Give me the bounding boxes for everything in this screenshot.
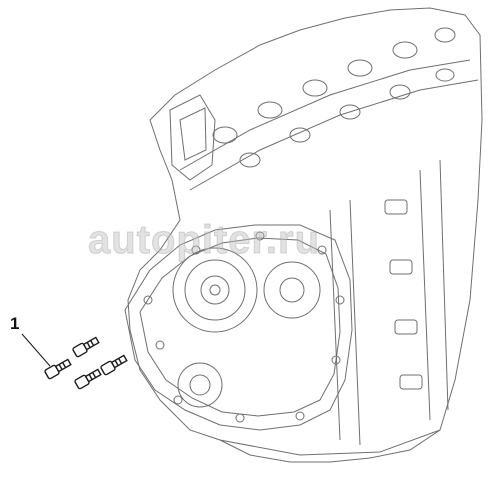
callout-label-1: 1 [10,314,20,333]
bolt-group [44,336,128,390]
block-port [389,259,413,275]
timing-gear-hub [279,277,305,303]
injector-boss [289,127,311,143]
injector-boss [257,101,283,119]
cover-bolt-hole [317,245,327,255]
bolt [100,354,128,376]
injector-boss [434,27,456,43]
engine-block [124,7,483,463]
engine-outline [127,7,483,463]
front-bracket-detail [179,107,207,161]
cover-bolt-hole [173,395,183,405]
oil-pan-edge [219,429,441,456]
injector-boss [302,79,328,97]
cover-bolt-hole [235,413,245,423]
cover-bolt-hole [155,340,165,350]
pulley-hub [200,275,230,305]
cover-bolt-hole [143,295,153,305]
pulley-mid [184,259,246,321]
cover-bolt-hole [331,355,341,365]
head-gasket-line [189,79,479,191]
front-bracket [169,94,216,181]
pulley-outer [172,247,258,333]
pulley-bolt [209,284,221,296]
timing-gear [263,261,321,319]
block-port [384,199,408,215]
callout-leader [21,333,51,367]
bolt [72,336,100,358]
cover-bolt-hole [255,231,265,241]
timing-cover-outline [124,224,353,431]
block-side-edge [329,159,449,446]
crank-seal-inner [189,374,211,396]
block-port [394,319,418,335]
cover-bolt-hole [295,411,305,421]
block-port [399,374,423,390]
cylinder-head-edge [179,59,471,171]
crank-seal-outer [177,362,223,408]
bolt [44,358,72,380]
injector-boss [339,104,361,120]
injector-boss [239,152,261,168]
injector-boss [212,126,238,144]
timing-cover-inner [139,237,341,417]
cover-bolt-hole [191,245,201,255]
injector-boss [389,84,411,100]
injector-boss [392,41,418,59]
injector-boss [435,68,455,82]
bolt [74,368,102,390]
cover-bolt-hole [335,295,345,305]
injector-boss [347,59,373,77]
watermark-text: autopiter.ru [87,218,321,263]
